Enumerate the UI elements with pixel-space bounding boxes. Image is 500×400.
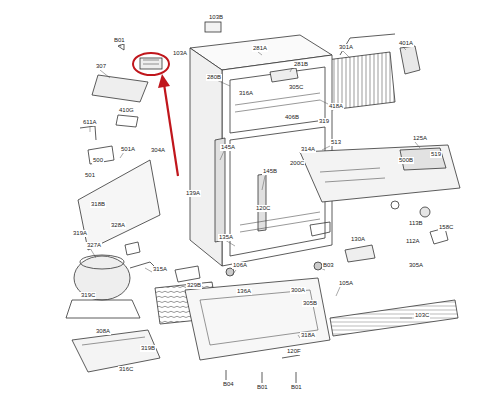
callout-number: 120F <box>286 348 302 355</box>
callout-number: B04 <box>222 381 235 388</box>
callout-number: 500B <box>398 157 414 164</box>
callout-number: 300A <box>290 287 306 294</box>
callout-number: 319 <box>318 118 330 125</box>
callout-number: 316A <box>238 90 254 97</box>
callout-number: 125A <box>412 135 428 142</box>
callout-number: 305A <box>408 262 424 269</box>
callout-number: 120C <box>255 205 271 212</box>
callout-number: B01 <box>290 384 303 391</box>
callout-number: 315A <box>152 266 168 273</box>
callout-number: 513 <box>330 139 342 146</box>
callout-number: 329B <box>186 282 202 289</box>
callout-number: 281A <box>252 45 268 52</box>
callout-number: 305B <box>302 300 318 307</box>
callout-number: 281B <box>293 61 309 68</box>
callout-number: 319C <box>80 292 96 299</box>
callout-number: 314A <box>300 146 316 153</box>
callout-number: 112A <box>405 238 421 245</box>
callout-number: 500 <box>92 157 104 164</box>
callout-number: B01 <box>113 37 126 44</box>
callout-number: 103C <box>414 312 430 319</box>
callout-number: 136A <box>236 288 252 295</box>
callout-number: 200C <box>289 160 305 167</box>
callout-number: 105A <box>338 280 354 287</box>
callout-number: 145B <box>262 168 278 175</box>
callout-number: 519 <box>430 151 442 158</box>
callout-number: 158C <box>438 224 454 231</box>
callout-number: 319A <box>72 230 88 237</box>
callout-number: B01 <box>256 384 269 391</box>
callout-number: 301A <box>338 44 354 51</box>
callout-number: 304A <box>150 147 166 154</box>
callout-number: 130A <box>350 236 366 243</box>
callout-number: 410G <box>118 107 135 114</box>
callout-number: 501A <box>120 146 136 153</box>
callout-number: 145A <box>220 144 236 151</box>
callout-number: 113B <box>408 220 424 227</box>
callout-number: B03 <box>322 262 335 269</box>
callout-number: 406B <box>284 114 300 121</box>
callout-number: 611A <box>82 119 98 126</box>
callout-number: 106A <box>232 262 248 269</box>
callout-number: 135A <box>218 234 234 241</box>
callout-number: 319B <box>140 345 156 352</box>
callout-number: 316C <box>118 366 134 373</box>
callout-number: 318B <box>90 201 106 208</box>
callout-number: 318A <box>300 332 316 339</box>
callout-number: 308A <box>95 328 111 335</box>
callout-number: 103A <box>172 50 188 57</box>
callout-number: 103B <box>208 14 224 21</box>
callout-number: 307 <box>95 63 107 70</box>
callout-number: 327A <box>86 242 102 249</box>
callout-number: 305C <box>288 84 304 91</box>
callout-number: 139A <box>185 190 201 197</box>
callout-number: 280B <box>206 74 222 81</box>
callout-number: 501 <box>84 172 96 179</box>
callout-number: 328A <box>110 222 126 229</box>
callout-number: 418A <box>328 103 344 110</box>
callout-number: 401A <box>398 40 414 47</box>
